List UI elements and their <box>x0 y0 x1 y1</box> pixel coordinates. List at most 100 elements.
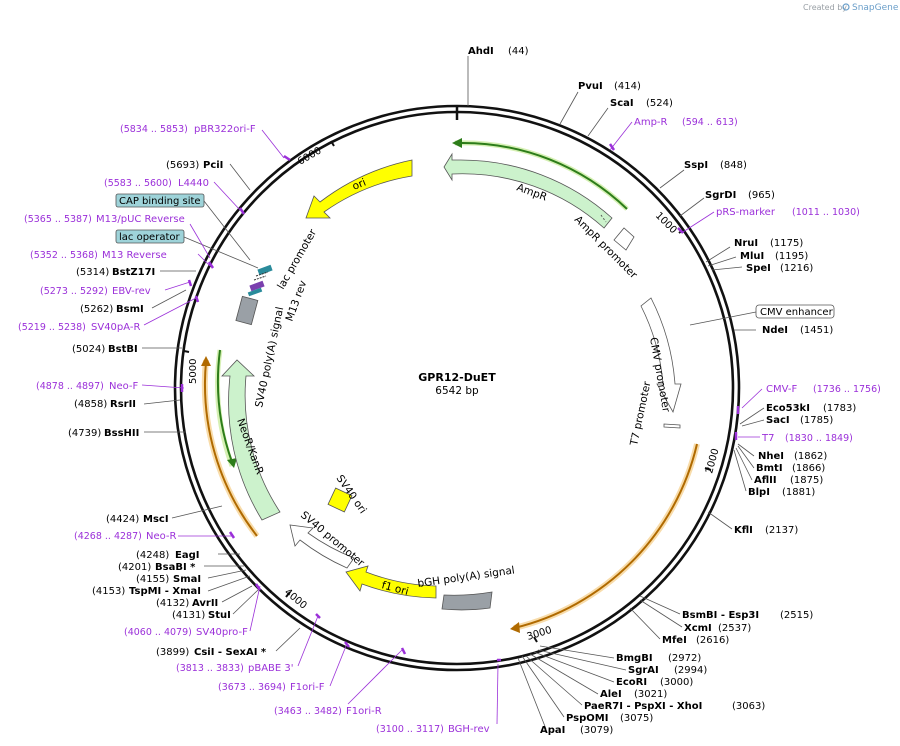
site-bsmi-name[interactable]: BsmI <box>116 304 144 315</box>
f1-ori-feature[interactable] <box>345 565 437 599</box>
tick-label-4000: 4000 <box>282 587 309 612</box>
plasmid-size: 6542 bp <box>435 385 479 397</box>
primer-ebv-rev-name[interactable]: EBV-rev <box>112 286 151 297</box>
long-orf-left-line <box>203 361 258 537</box>
site-eagi-pos: (4248) <box>136 550 169 561</box>
site-pvui-name[interactable]: PvuI <box>578 81 603 92</box>
site-eco53ki-name[interactable]: Eco53kI <box>766 403 810 414</box>
sv40-polya-feature[interactable] <box>235 295 259 326</box>
site-csii-name[interactable]: CsiI - SexAI * <box>194 647 267 658</box>
tick-label-3000: 3000 <box>526 625 554 643</box>
site-saci-name[interactable]: SacI <box>766 415 790 426</box>
site-csii-pos: (3899) <box>156 647 189 658</box>
site-nhei-name[interactable]: NheI <box>758 451 784 462</box>
primer-ebv-rev-range: (5273 .. 5292) <box>40 286 108 297</box>
site-stui-name[interactable]: StuI <box>208 610 231 621</box>
ampr-promoter-feature[interactable] <box>613 227 635 251</box>
primer-f1ori-f-name[interactable]: F1ori-F <box>290 682 325 693</box>
neor-feature[interactable] <box>221 359 281 521</box>
lac-operator-box[interactable] <box>115 229 185 244</box>
primer-m13-puc-range: (5365 .. 5387) <box>24 214 92 225</box>
primer-m13-reverse-name[interactable]: M13 Reverse <box>102 250 167 261</box>
cap-site-feature[interactable] <box>247 287 263 297</box>
site-bmgbi-name[interactable]: BmgBI <box>616 653 653 664</box>
m13-rev-feature[interactable] <box>249 280 265 292</box>
primer-t7-name[interactable]: T7 <box>761 433 774 444</box>
site-ecori-name[interactable]: EcoRI <box>616 677 647 688</box>
site-bsshii-pos: (4739) <box>68 428 101 439</box>
site-smai-name[interactable]: SmaI <box>173 574 201 585</box>
site-xcmi-pos: (2537) <box>718 623 751 634</box>
primer-ampr-range: (594 .. 613) <box>682 117 738 128</box>
site-alei-pos: (3021) <box>634 689 667 700</box>
site-blpi-name[interactable]: BlpI <box>748 487 770 498</box>
primer-m13-puc-name[interactable]: M13/pUC Reverse <box>96 214 185 225</box>
primer-neo-r-name[interactable]: Neo-R <box>146 531 177 542</box>
primer-pbabe-name[interactable]: pBABE 3' <box>248 663 294 674</box>
site-sgrdi-name[interactable]: SgrDI <box>705 190 736 201</box>
cmv-promoter-feature[interactable] <box>640 297 682 414</box>
site-pcii-name[interactable]: PciI <box>203 160 223 171</box>
site-ndei-name[interactable]: NdeI <box>762 325 788 336</box>
site-blpi-pos: (1881) <box>782 487 815 498</box>
site-pspomi-name[interactable]: PspOMI <box>566 713 608 724</box>
site-sgrai-name[interactable]: SgrAI <box>628 665 659 676</box>
site-ecori-pos: (3000) <box>660 677 693 688</box>
enzyme-sites: AhdI (44) PvuI (414) ScaI (524) SspI (84… <box>68 46 856 736</box>
primer-f1ori-r-name[interactable]: F1ori-R <box>346 706 382 717</box>
site-bstz17i-pos: (5314) <box>76 267 109 278</box>
bgh-polya-label: bGH poly(A) signal <box>417 564 516 590</box>
tick-label-2000: 2000 <box>704 447 721 474</box>
credit-brand[interactable]: SnapGene <box>852 3 899 13</box>
site-bsabi-name[interactable]: BsaBI * <box>155 562 196 573</box>
site-xcmi-name[interactable]: XcmI <box>684 623 712 634</box>
primer-cmv-f-name[interactable]: CMV-F <box>766 384 797 395</box>
site-spei-name[interactable]: SpeI <box>746 263 771 274</box>
tick-label-1000: 1000 <box>653 210 679 236</box>
site-scai-name[interactable]: ScaI <box>610 98 634 109</box>
site-mlui-name[interactable]: MluI <box>740 251 764 262</box>
site-eagi-name[interactable]: EagI <box>175 550 199 561</box>
site-alei-name[interactable]: AleI <box>600 689 622 700</box>
primer-pbr322-name[interactable]: pBR322ori-F <box>194 124 256 135</box>
site-sspi-name[interactable]: SspI <box>684 160 708 171</box>
snapgene-logo-icon <box>842 3 850 11</box>
site-avrii-name[interactable]: AvrII <box>192 598 218 609</box>
primer-l4440-name[interactable]: L4440 <box>178 178 209 189</box>
ampr-feature[interactable] <box>443 152 613 229</box>
site-apai-name[interactable]: ApaI <box>540 725 565 736</box>
site-pcii-pos: (5693) <box>166 160 199 171</box>
site-stui-pos: (4131) <box>172 610 205 621</box>
ori-feature[interactable] <box>305 159 413 219</box>
sv40-promoter-feature[interactable] <box>289 524 355 569</box>
primer-ampr-name[interactable]: Amp-R <box>634 117 668 128</box>
lac-operator-feature[interactable] <box>257 264 273 276</box>
site-sgrdi-pos: (965) <box>748 190 775 201</box>
site-paer7i-name[interactable]: PaeR7I - PspXI - XhoI <box>584 701 702 712</box>
t7-promoter-feature[interactable] <box>663 423 681 429</box>
cap-site-box[interactable] <box>115 193 205 208</box>
site-kfli-name[interactable]: KflI <box>734 525 753 536</box>
site-rsrii-name[interactable]: RsrII <box>110 399 136 410</box>
site-bsmi-pos: (5262) <box>80 304 113 315</box>
primer-sv40pro-f-name[interactable]: SV40pro-F <box>196 627 248 638</box>
site-bstbi-name[interactable]: BstBI <box>108 344 138 355</box>
site-bsshii-name[interactable]: BssHII <box>104 428 139 439</box>
site-tspmi-name[interactable]: TspMI - XmaI <box>129 586 201 597</box>
site-aflii-name[interactable]: AflII <box>754 475 777 486</box>
site-ahdi-name[interactable]: AhdI <box>468 46 494 57</box>
site-bsmbi-name[interactable]: BsmBI - Esp3I <box>682 610 759 621</box>
primer-neo-f-name[interactable]: Neo-F <box>109 381 139 392</box>
primer-sv40pa-r-name[interactable]: SV40pA-R <box>91 322 140 333</box>
site-nrui-name[interactable]: NruI <box>734 238 758 249</box>
site-mfei-name[interactable]: MfeI <box>662 635 687 646</box>
site-bmti-name[interactable]: BmtI <box>756 463 783 474</box>
site-bstz17i-name[interactable]: BstZ17I <box>112 267 155 278</box>
cmv-enhancer-box[interactable] <box>755 304 835 319</box>
bgh-polya-feature[interactable] <box>441 591 493 611</box>
sv40-ori-feature[interactable] <box>327 487 353 513</box>
primer-bgh-rev-name[interactable]: BGH-rev <box>448 724 490 735</box>
site-msci-name[interactable]: MscI <box>143 514 169 525</box>
primer-prs-marker-name[interactable]: pRS-marker <box>716 207 776 218</box>
